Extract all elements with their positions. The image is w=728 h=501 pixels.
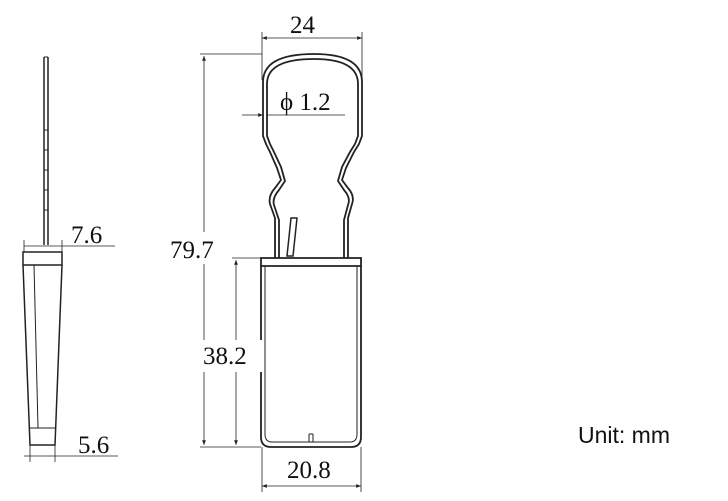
- unit-label: Unit: mm: [578, 422, 670, 448]
- dimension-side-top: 7.6: [23, 222, 115, 252]
- dim-body-height-label: 38.2: [203, 343, 247, 370]
- dim-bottom-width-label: 20.8: [287, 457, 331, 484]
- dim-top-width-label: 24: [290, 12, 316, 39]
- dimension-top-width: 24: [261, 12, 363, 80]
- front-view: [260, 53, 363, 448]
- dimension-total-height: 79.7: [170, 53, 262, 448]
- dimension-bottom-width: 20.8: [261, 447, 362, 492]
- side-view: [22, 56, 63, 446]
- dim-side-top-label: 7.6: [71, 222, 102, 249]
- dimension-side-bottom: 5.6: [24, 432, 118, 462]
- dimension-body-height: 38.2: [203, 257, 263, 445]
- dimension-wire-diameter: ϕ 1.2: [242, 89, 345, 117]
- dim-wire-diameter-label: ϕ 1.2: [280, 89, 331, 116]
- dim-total-height-label: 79.7: [170, 237, 214, 264]
- dim-side-bottom-label: 5.6: [78, 432, 109, 459]
